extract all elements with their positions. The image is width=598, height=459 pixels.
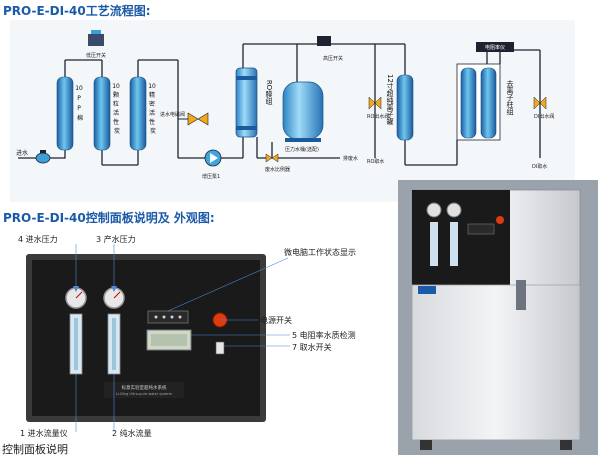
deion-column-group-icon (456, 63, 501, 141)
process-flow-diagram: 进水 低压开关 10 P P 棉 10 颗 粒 活 性 炭 10 精 密 活 性… (10, 20, 575, 202)
inlet-valve-icon (35, 150, 51, 164)
photo-flowmeter-left-icon (430, 222, 438, 266)
precision-carbon-tank-icon (129, 76, 147, 151)
panel-caption: 控制面板说明 (2, 443, 68, 456)
deion-column-label: 去离子柱组 (506, 79, 514, 115)
label-pure-flow: 2 纯水流量 (112, 428, 152, 438)
booster-pump-label: 增压泵1 (202, 173, 220, 180)
photo-dispense-tap-icon (516, 280, 526, 310)
photo-wheel-left-icon (420, 440, 432, 450)
label-inlet-flow: 1 进水流量仪 (20, 428, 68, 438)
resistivity-label: 电阻率仪 (485, 44, 505, 51)
resistivity-meter-icon (476, 42, 514, 52)
drain-ratio-label: 废水比例器 (265, 166, 290, 173)
photo-wheel-right-icon (560, 440, 572, 450)
ro-outlet-valve-icon (368, 96, 382, 110)
nameplate (104, 382, 184, 398)
pure-flowmeter-icon (107, 313, 121, 375)
panel-section-title: PRO-E-DI-40控制面板说明及 外观图: (3, 211, 215, 225)
di-water-label: DI取水 (532, 163, 547, 170)
ro-label: RO膜组 (265, 80, 273, 105)
photo-flowmeter-right-icon (450, 222, 458, 266)
label-mcu-status: 微电脑工作状态显示 (284, 247, 356, 257)
nameplate-en: Li-Ding Ultra-pure water system (116, 392, 173, 396)
drain-label: 排废水 (343, 155, 358, 162)
pressure-tank-icon (282, 81, 324, 142)
ion-exchange-tank-icon (396, 74, 414, 141)
pressure-tank-label: 压力水桶(选配) (285, 146, 319, 153)
di-outlet-valve-label: DI出水阀 (534, 113, 554, 120)
nameplate-cn: 标意实验室超纯水系统 (122, 384, 167, 391)
arrow-inlet-pressure (73, 286, 79, 292)
outlet-switch-icon (215, 341, 225, 355)
granular-carbon-tank-icon (93, 76, 111, 151)
photo-power-button-icon (496, 216, 504, 224)
photo-display-icon (467, 223, 495, 235)
tank1-label: 10 P P 棉 (75, 85, 85, 122)
control-panel-diagram: 标意实验室超纯水系统 Li-Ding Ultra-pure water syst… (8, 232, 393, 444)
inlet-flowmeter-icon (69, 313, 83, 375)
system-photo (398, 180, 598, 455)
tank2-label: 10 颗 粒 活 性 炭 (112, 83, 122, 135)
tank4-label: 12寸超纯离子罐 (386, 74, 394, 126)
ro-water-label: RO取水 (367, 158, 384, 165)
drain-ratio-valve-icon (265, 153, 279, 163)
low-pressure-switch-label: 低压开关 (86, 52, 106, 59)
inlet-label: 进水 (16, 149, 28, 157)
label-inlet-pressure: 4 进水压力 (18, 234, 58, 244)
photo-gauge-right-icon (446, 202, 462, 218)
cabinet-door (411, 284, 581, 441)
callout-leaders (75, 244, 290, 432)
photo-logo-badge (418, 286, 436, 294)
ro-membrane-icon (235, 67, 258, 138)
label-outlet: 7 取水开关 (292, 342, 332, 352)
high-pressure-switch-icon (317, 36, 331, 46)
mcu-status-display-icon (147, 310, 189, 324)
cabinet-control-panel (412, 190, 510, 285)
arrow-product-pressure (111, 286, 117, 292)
label-power: 电源开关 (260, 315, 292, 325)
ro-outlet-valve-label: RO出水阀 (367, 113, 389, 120)
label-resistivity: 5 电阻率水质检测 (292, 330, 356, 340)
flow-diagram-title: PRO-E-DI-40工艺流程图: (3, 4, 151, 18)
resistivity-display-icon (146, 329, 192, 351)
pp-filter-tank-icon (56, 76, 74, 151)
high-pressure-switch-label: 高压开关 (323, 55, 343, 62)
photo-gauge-left-icon (426, 202, 442, 218)
solenoid-label: 进水电磁阀 (160, 111, 185, 118)
di-outlet-valve-icon (533, 96, 547, 110)
tank3-label: 10 精 密 活 性 炭 (148, 83, 158, 135)
solenoid-valve-icon (178, 112, 209, 126)
booster-pump-icon (204, 149, 222, 167)
label-product-pressure: 3 产水压力 (96, 234, 136, 244)
low-pressure-switch-icon (88, 30, 104, 46)
